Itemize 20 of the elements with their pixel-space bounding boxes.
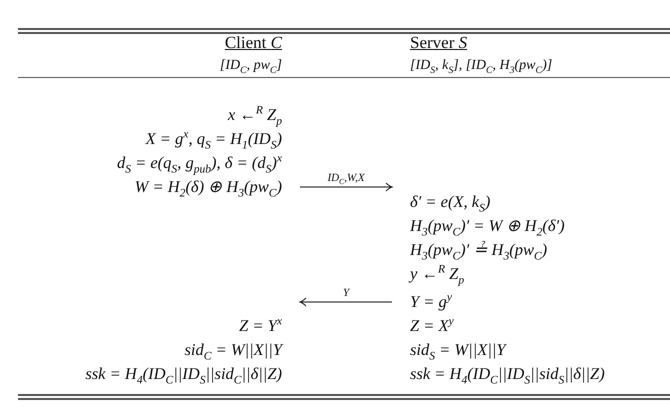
equation-text: H$_{3}$(pw$_{C}$)′ = W ⊕ H$_{2}$(δ′) — [410, 215, 565, 238]
equation-text: X = g$^{x}$, q$_{S}$ = H$_{1}$(ID$_{S}$) — [146, 128, 282, 151]
equation-text: δ′ = e(X, k$_{S}$) — [410, 191, 490, 214]
equation-text: W = H$_{2}$(δ) ⊕ H$_{3}$(pw$_{C}$) — [134, 176, 282, 199]
column-heading: Server S — [410, 32, 468, 54]
edge-label: ID$_{C}$,W,X — [325, 172, 367, 185]
column-heading: Client C — [224, 32, 282, 54]
equation-text: x ←$^{R}$ Z$_{p}$ — [228, 104, 282, 127]
equation-text: H$_{3}$(pw$_{C}$)′ ≟ H$_{3}$(pw$_{C}$) — [410, 239, 548, 262]
equation-text: Z = Y$^{x}$ — [239, 314, 282, 337]
equation-text: d$_{S}$ = e(q$_{S}$, g$_{pub}$), δ = (d$_{S}$)$^{x}$ — [116, 152, 282, 175]
equation-text: Y = g$^{y}$ — [410, 290, 452, 313]
equation-text: y ←$^{R}$ Z$_{p}$ — [410, 262, 464, 286]
equation-text: Z = X$^{y}$ — [410, 314, 454, 337]
equation-text: sid$_{S}$ = W||X||Y — [410, 339, 506, 362]
equation-text: ssk = H$_{4}$(ID$_{C}$||ID$_{S}$||sid$_{S}$||δ||Z) — [410, 363, 605, 386]
key-text: [ID$_{S}$, k$_{S}$], [ID$_{C}$, H$_{3}$(pw$_{C}$)] — [410, 57, 552, 78]
equation-text: ssk = H$_{4}$(ID$_{C}$||ID$_{S}$||sid$_{C}$||δ||Z) — [85, 363, 282, 386]
equation-text: sid$_{C}$ = W||X||Y — [184, 339, 282, 362]
key-text: [ID$_{C}$, pw$_{C}$] — [220, 57, 282, 78]
